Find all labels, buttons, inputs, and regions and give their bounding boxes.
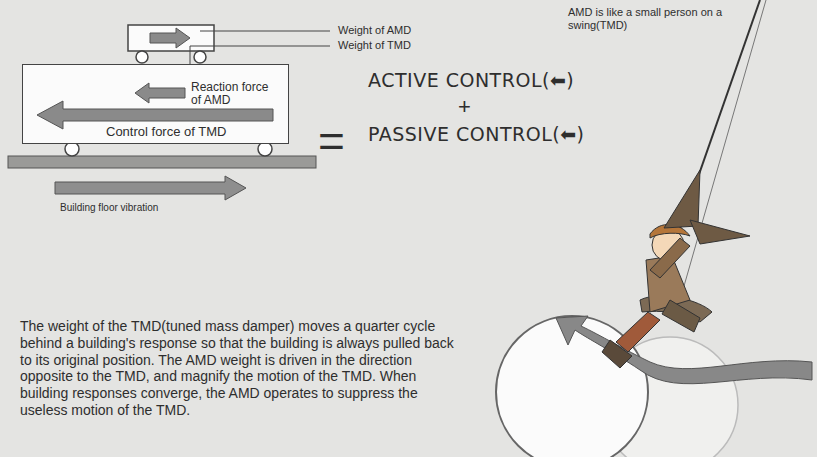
description: The weight of the TMD(tuned mass damper)… (20, 318, 468, 419)
mass-box: Reaction force of AMD Control force of TM… (22, 64, 289, 144)
part-name: Weight of TMD (338, 39, 478, 52)
wheel (65, 142, 79, 156)
wheel (258, 142, 272, 156)
floor (8, 156, 316, 168)
vibration-label: Building floor vibration (60, 202, 280, 214)
leader-line (190, 46, 330, 64)
plus-sign: + (458, 96, 488, 118)
person-on-swing (602, 170, 750, 368)
wheel (194, 51, 206, 63)
equals-sign: = (318, 118, 358, 164)
control-label: ACTIVE CONTROL(⬅) (368, 70, 628, 92)
amd-arrow (150, 28, 190, 48)
force-label: Reaction force of AMD (191, 81, 271, 107)
amd-box (128, 25, 214, 51)
vibration-arrow (55, 176, 246, 200)
swing-note: AMD is like a small person on a swing(TM… (568, 6, 728, 31)
leader-line (200, 31, 330, 32)
control-label: PASSIVE CONTROL(⬅) (368, 124, 628, 146)
wheel (136, 51, 148, 63)
force-label: Control force of TMD (103, 125, 229, 139)
swing-rope (680, 0, 766, 300)
part-name: Weight of AMD (338, 24, 478, 37)
